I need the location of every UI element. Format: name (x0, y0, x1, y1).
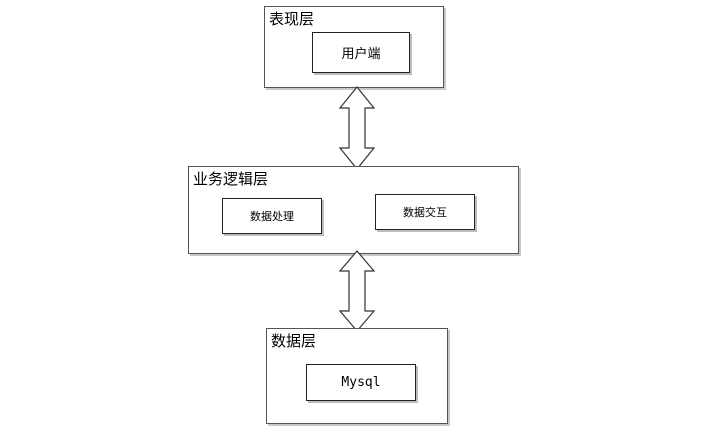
data-layer-title: 数据层 (271, 332, 317, 350)
bidirectional-arrow-bottom (338, 250, 376, 332)
logic-layer-title: 业务逻辑层 (193, 170, 269, 188)
presentation-layer-box: 表现层 用户端 (264, 6, 444, 88)
data-exchange-node: 数据交互 (375, 194, 475, 230)
data-processing-label: 数据处理 (250, 210, 294, 223)
data-layer-box: 数据层 Mysql (266, 328, 448, 424)
data-exchange-label: 数据交互 (403, 206, 447, 219)
logic-layer-box: 业务逻辑层 数据处理 数据交互 (188, 166, 519, 254)
bidirectional-arrow-top (338, 86, 376, 170)
client-node-label: 用户端 (341, 47, 381, 62)
bidirectional-arrow-top-shape (338, 86, 376, 170)
presentation-layer-title: 表现层 (269, 10, 315, 28)
data-processing-node: 数据处理 (222, 198, 322, 234)
bidirectional-arrow-bottom-shape (338, 250, 376, 332)
mysql-node-label: Mysql (341, 375, 381, 390)
client-node: 用户端 (312, 32, 410, 73)
mysql-node: Mysql (306, 364, 416, 401)
